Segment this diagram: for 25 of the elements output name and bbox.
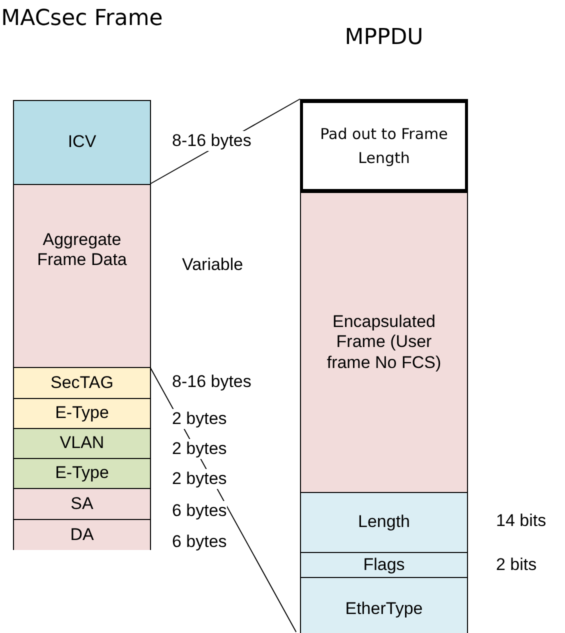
size-label: 2 bytes <box>172 469 227 490</box>
frame-field <box>301 577 467 633</box>
field-label: E-Type <box>54 403 110 424</box>
size-label: 6 bytes <box>172 532 227 552</box>
field-label: DA <box>69 524 95 546</box>
size-label: 8-16 bytes <box>172 131 252 152</box>
size-label: 2 bytes <box>172 439 227 460</box>
frame-field <box>300 100 468 192</box>
field-label: Length <box>357 512 411 533</box>
size-label: 2 bytes <box>172 409 227 430</box>
column-heading: MPPDU <box>344 24 424 52</box>
column-heading: MACsec Frame <box>0 5 164 33</box>
field-label: E-Type <box>54 463 110 484</box>
field-label: EtherType <box>344 598 424 620</box>
field-label: VLAN <box>58 433 106 454</box>
field-label: Encapsulated Frame (User frame No FCS) <box>326 312 442 374</box>
field-label: Aggregate Frame Data <box>36 230 128 271</box>
size-label: 6 bytes <box>172 501 227 522</box>
field-label: SecTAG <box>50 372 114 394</box>
size-label: 8-16 bytes <box>172 372 252 392</box>
frame-field <box>301 192 467 492</box>
field-label: SA <box>70 494 94 514</box>
field-label: Flags <box>362 554 406 576</box>
field-label: ICV <box>66 132 98 153</box>
field-label: Pad out to Frame Length <box>319 124 449 169</box>
